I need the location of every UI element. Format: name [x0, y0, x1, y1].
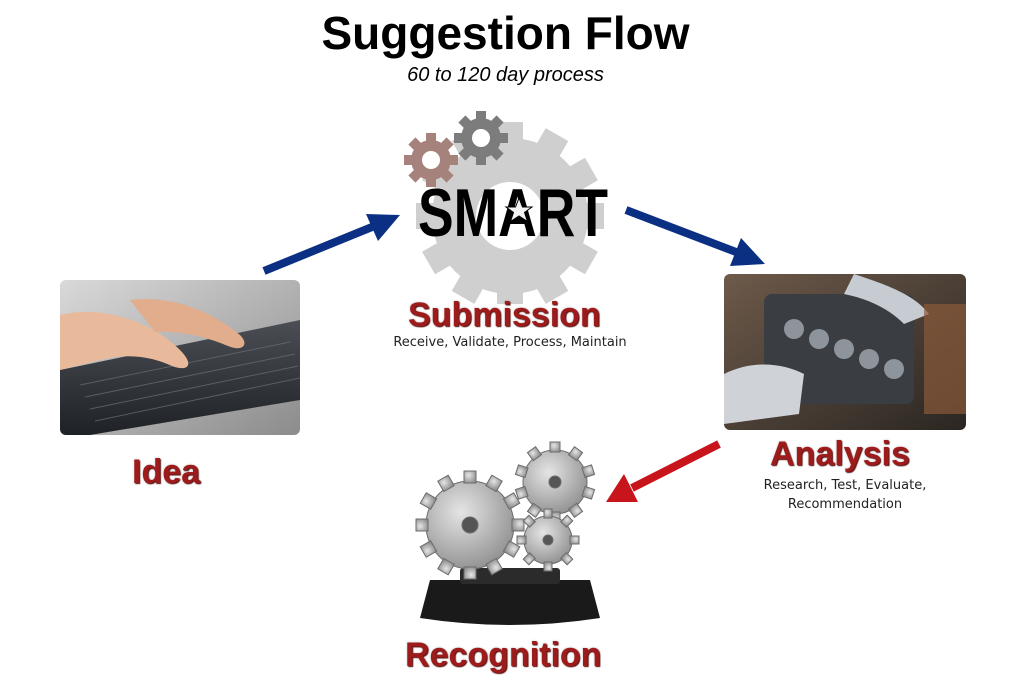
- recognition-trophy: [400, 440, 620, 635]
- idea-label: Idea: [132, 453, 201, 491]
- analysis-description-line1: Research, Test, Evaluate,: [763, 478, 927, 493]
- star-icon: [504, 196, 534, 223]
- arrow-analysis-to-recognition: [606, 440, 721, 502]
- recognition-label: Recognition: [405, 636, 602, 674]
- submission-description: Receive, Validate, Process, Maintain: [393, 335, 627, 350]
- analysis-description: Research, Test, Evaluate, Recommendation: [740, 476, 950, 514]
- analysis-label: Analysis: [770, 435, 910, 473]
- page-subtitle: 60 to 120 day process: [407, 64, 604, 86]
- arrow-idea-to-submission: [262, 214, 400, 275]
- page-title: Suggestion Flow: [321, 7, 690, 59]
- analysis-photo: [724, 274, 966, 430]
- idea-photo: [60, 280, 300, 435]
- analysis-description-line2: Recommendation: [787, 497, 903, 512]
- submission-label: Submission: [408, 296, 601, 334]
- arrow-submission-to-analysis: [624, 206, 765, 266]
- smart-logo: SMART: [395, 108, 625, 304]
